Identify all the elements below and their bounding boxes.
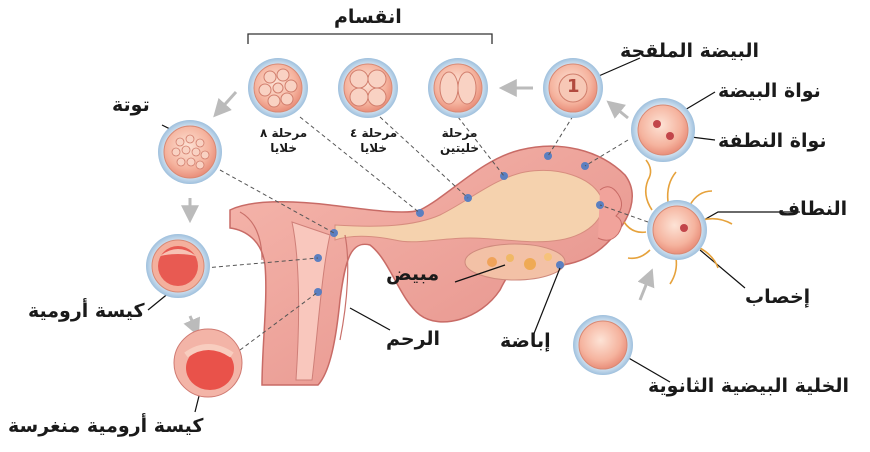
implanted-blastocyst-label: كيسة أرومية منغرسة: [8, 415, 203, 437]
dot-ovulation: [556, 261, 564, 269]
secondary-oocyte-label: الخلية البيضية الثانوية: [648, 375, 849, 397]
implanted-blastocyst-cell: [174, 329, 242, 397]
uterus-label: الرحم: [386, 328, 440, 350]
two-cell-line2: خليتين: [440, 141, 479, 156]
fertilized-egg-label: البيضة الملقحة: [620, 40, 759, 62]
two-cell-line1: مرحلة: [440, 126, 479, 141]
four-cell-stage-label: مرحلة ٤ خلايا: [350, 126, 397, 156]
two-cell-stage: [428, 58, 488, 118]
morula-cell: [158, 120, 222, 184]
zygote-mark: 1: [567, 76, 580, 97]
four-cell-stage: [338, 58, 398, 118]
sperm-nucleus-label: نواة النطفة: [718, 130, 827, 152]
blastocyst-cell: [146, 234, 210, 298]
egg-with-nuclei: [631, 98, 695, 162]
follicle-4: [544, 253, 552, 261]
eight-cell-line2: خلايا: [260, 141, 307, 156]
four-cell-line2: خلايا: [350, 141, 397, 156]
four-cell-line1: مرحلة ٤: [350, 126, 397, 141]
blastocyst-label: كيسة أرومية: [28, 300, 145, 322]
sperms-label: النطاف: [778, 198, 847, 220]
morula-label: توتة: [112, 94, 150, 116]
fertilization-label: إخصاب: [745, 286, 810, 308]
dot-morula: [330, 229, 338, 237]
follicle-3: [524, 258, 536, 270]
division-bracket: [248, 34, 492, 44]
dot-zygote: [544, 152, 552, 160]
egg-nucleus-label: نواة البيضة: [718, 80, 821, 102]
follicle-2: [506, 254, 514, 262]
dot-implanted: [314, 288, 322, 296]
two-cell-stage-label: مرحلة خليتين: [440, 126, 479, 156]
fimbriae: [598, 187, 622, 240]
ovary-shape: [465, 244, 565, 280]
eight-cell-line1: مرحلة ٨: [260, 126, 307, 141]
ovulation-label: إباضة: [500, 330, 551, 352]
division-label: انقسام: [334, 6, 402, 28]
eight-cell-stage-label: مرحلة ٨ خلايا: [260, 126, 307, 156]
ovary-label: مبيض: [386, 263, 439, 285]
secondary-oocyte-cell: [573, 315, 633, 375]
follicle-1: [487, 257, 497, 267]
eight-cell-stage: [248, 58, 308, 118]
fertilization-cell: [624, 160, 732, 284]
